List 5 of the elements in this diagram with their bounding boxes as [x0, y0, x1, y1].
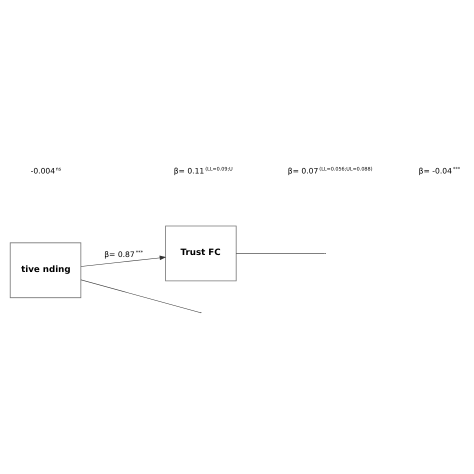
- connector: [236, 252, 325, 254]
- arrow: [80, 255, 166, 266]
- connector: [80, 279, 201, 312]
- node-box: Trust FC: [165, 225, 237, 281]
- node-box: tive nding: [10, 242, 82, 298]
